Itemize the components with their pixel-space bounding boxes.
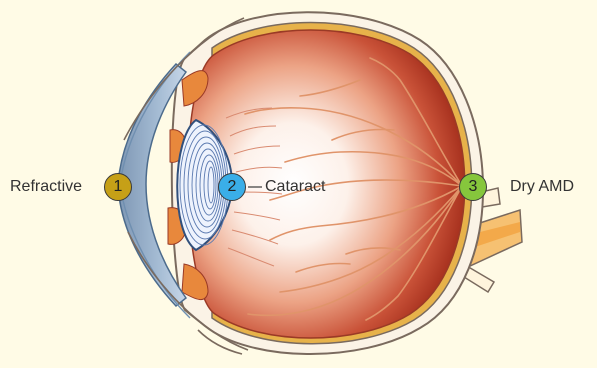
marker-cataract-badge: 2: [218, 173, 246, 201]
marker-number: 3: [469, 178, 478, 195]
marker-dry-amd-badge: 3: [459, 173, 487, 201]
marker-number: 1: [114, 178, 123, 195]
marker-number: 2: [228, 178, 237, 195]
label-cataract: Cataract: [265, 177, 325, 197]
label-refractive: Refractive: [10, 177, 82, 197]
label-dry-amd: Dry AMD: [510, 177, 574, 197]
marker-refractive-badge: 1: [104, 173, 132, 201]
cataract-leader-line: [248, 185, 262, 189]
